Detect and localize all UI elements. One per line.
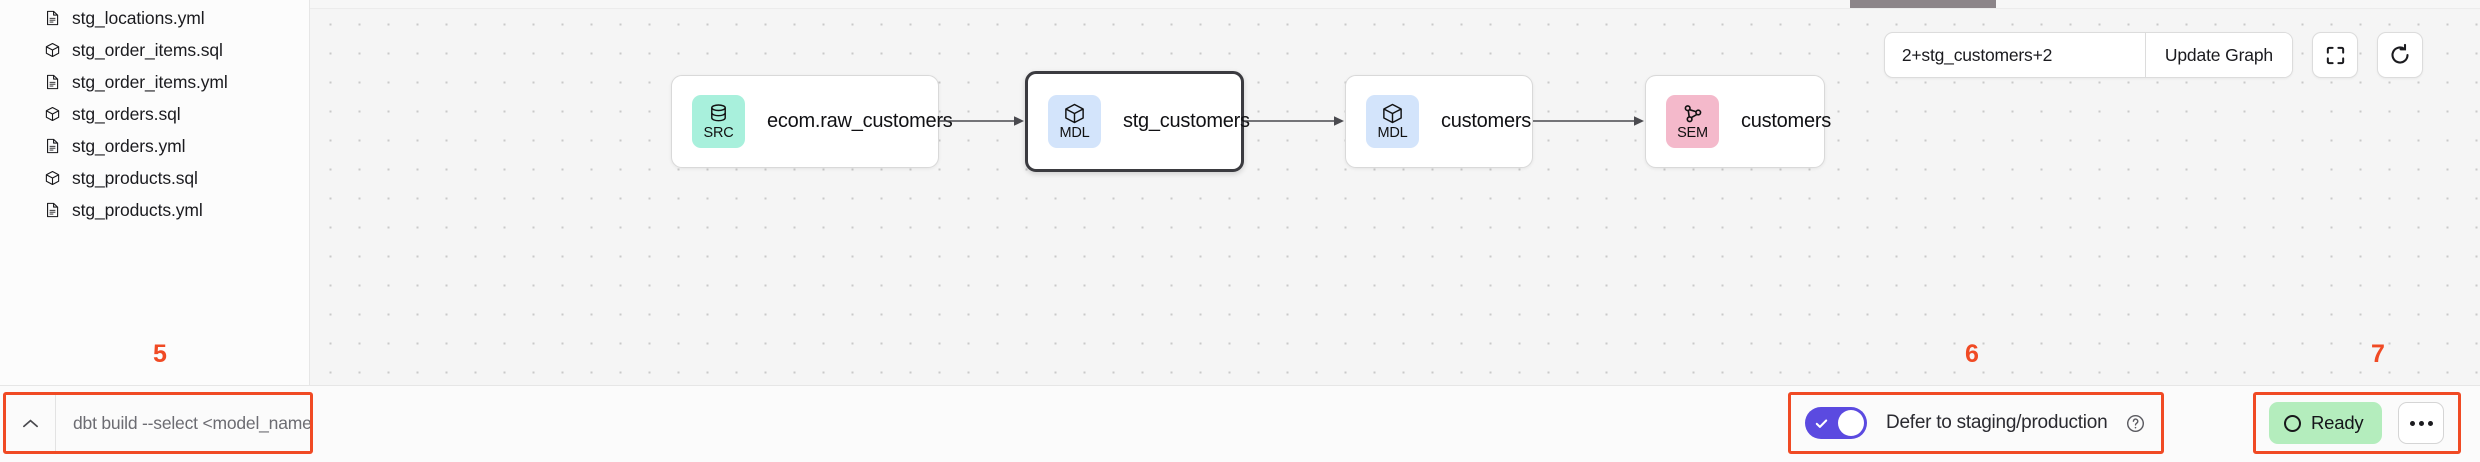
file-yml-icon xyxy=(47,74,59,90)
defer-toggle[interactable] xyxy=(1805,407,1867,439)
graph-selector-input[interactable] xyxy=(1884,33,2145,77)
refresh-button[interactable] xyxy=(2377,32,2423,78)
file-label: stg_products.sql xyxy=(72,167,198,188)
ellipsis-icon xyxy=(2409,420,2415,426)
node-type-label: SRC xyxy=(703,125,734,142)
file-item[interactable]: stg_orders.yml xyxy=(0,130,309,162)
file-item[interactable]: stg_order_items.sql xyxy=(0,34,309,66)
file-list: stg_locations.yml stg_order_items.sql stg_… xyxy=(0,2,309,226)
horizontal-scrollbar-track[interactable] xyxy=(310,0,2480,9)
command-input[interactable] xyxy=(56,395,310,451)
refresh-icon xyxy=(2391,43,2409,64)
lineage-node[interactable]: MDL customers xyxy=(1345,75,1533,168)
node-label: customers xyxy=(1741,110,1831,132)
file-item[interactable]: stg_orders.sql xyxy=(0,98,309,130)
file-label: stg_orders.yml xyxy=(72,135,186,156)
file-label: stg_locations.yml xyxy=(72,7,205,28)
file-label: stg_order_items.yml xyxy=(72,71,228,92)
node-type-label: MDL xyxy=(1059,125,1090,142)
lineage-node[interactable]: MDL stg_customers xyxy=(1025,71,1250,172)
semantic-graph-icon xyxy=(1684,105,1702,123)
cube-icon xyxy=(1065,104,1084,124)
cube-icon xyxy=(1383,104,1402,124)
workspace-body: stg_locations.yml stg_order_items.sql stg_… xyxy=(0,0,2480,385)
lineage-node[interactable]: SEM customers xyxy=(1645,75,1831,168)
node-type-badge: SEM xyxy=(1666,95,1719,148)
file-item[interactable]: stg_order_items.yml xyxy=(0,66,309,98)
file-item[interactable]: stg_locations.yml xyxy=(0,2,309,34)
file-yml-icon xyxy=(47,10,59,26)
ellipsis-icon xyxy=(2427,420,2433,426)
bottom-status-bar: Defer to staging/production Ready xyxy=(0,385,2480,462)
cube-sql-icon xyxy=(45,42,60,58)
status-area: Ready xyxy=(2253,392,2462,454)
update-graph-button[interactable]: Update Graph xyxy=(2144,33,2292,77)
file-explorer-sidebar[interactable]: stg_locations.yml stg_order_items.sql stg_… xyxy=(0,0,310,385)
chevron-up-icon[interactable] xyxy=(6,395,56,451)
status-badge[interactable]: Ready xyxy=(2269,402,2383,444)
defer-setting: Defer to staging/production xyxy=(1788,392,2165,454)
annotation-number: 6 xyxy=(1965,340,1979,368)
node-type-badge: SRC xyxy=(692,95,745,148)
node-type-label: SEM xyxy=(1677,125,1708,142)
lineage-graph-canvas[interactable]: Update Graph xyxy=(310,0,2480,385)
file-yml-icon xyxy=(47,138,59,154)
file-yml-icon xyxy=(47,202,59,218)
node-type-label: MDL xyxy=(1377,125,1408,142)
node-label: stg_customers xyxy=(1123,110,1250,132)
node-label: ecom.raw_customers xyxy=(767,110,953,132)
toggle-knob xyxy=(1838,410,1864,436)
node-type-badge: MDL xyxy=(1048,95,1101,148)
file-label: stg_orders.sql xyxy=(72,103,181,124)
lineage-node[interactable]: SRC ecom.raw_customers xyxy=(671,75,953,168)
annotation-number: 7 xyxy=(2371,340,2385,368)
fullscreen-button[interactable] xyxy=(2312,32,2358,78)
graph-selector-group: Update Graph xyxy=(1883,32,2293,78)
file-label: stg_products.yml xyxy=(72,199,203,220)
defer-label: Defer to staging/production xyxy=(1886,412,2108,433)
fullscreen-icon xyxy=(2326,46,2344,64)
ellipsis-icon xyxy=(2418,420,2424,426)
horizontal-scrollbar-thumb[interactable] xyxy=(1850,0,1996,8)
file-item[interactable]: stg_products.sql xyxy=(0,162,309,194)
check-icon xyxy=(1815,419,1828,428)
graph-toolbar: Update Graph xyxy=(1883,32,2423,78)
status-circle-icon xyxy=(2284,414,2301,432)
annotation-number: 5 xyxy=(153,340,167,368)
cube-sql-icon xyxy=(45,170,60,186)
lineage-edges xyxy=(939,116,1644,126)
command-bar[interactable] xyxy=(3,392,313,454)
node-label: customers xyxy=(1441,110,1531,132)
cube-sql-icon xyxy=(45,106,60,122)
file-item[interactable]: stg_products.yml xyxy=(0,194,309,226)
question-circle-icon[interactable] xyxy=(2126,414,2145,433)
database-icon xyxy=(711,104,726,122)
file-label: stg_order_items.sql xyxy=(72,39,223,60)
status-label: Ready xyxy=(2311,412,2364,433)
node-type-badge: MDL xyxy=(1366,95,1419,148)
more-options-button[interactable] xyxy=(2398,402,2445,444)
